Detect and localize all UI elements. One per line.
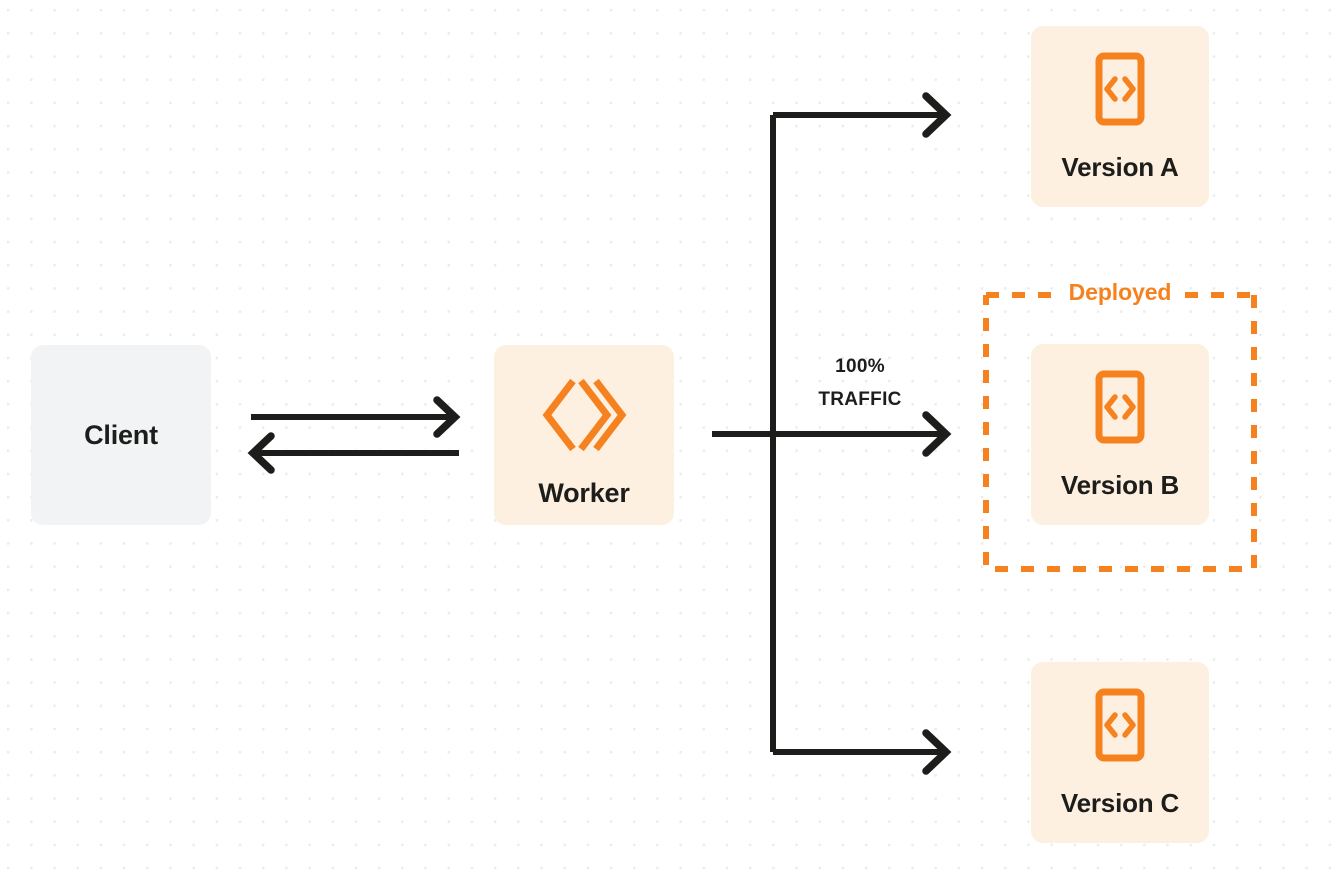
arrowhead-right: [922, 729, 952, 775]
arrowhead-right: [433, 396, 461, 438]
edge-trunk-to-version-c: [773, 729, 952, 775]
arrowhead-right: [922, 92, 952, 138]
node-version-c-label: Version C: [1060, 788, 1180, 818]
code-brackets-icon: [1095, 688, 1145, 762]
cloudflare-workers-logo-icon: [540, 375, 628, 455]
node-version-b-label: Version B: [1060, 470, 1180, 500]
node-client-label: Client: [84, 419, 158, 450]
node-worker-label: Worker: [538, 478, 630, 508]
code-brackets-icon: [1095, 370, 1145, 444]
node-worker[interactable]: Worker: [494, 345, 674, 525]
node-version-b[interactable]: Version B: [1031, 344, 1209, 525]
traffic-unit: TRAFFIC: [818, 389, 902, 410]
edge-worker-to-client: [247, 432, 459, 474]
node-version-a-label: Version A: [1061, 152, 1179, 182]
node-version-a[interactable]: Version A: [1031, 26, 1209, 207]
traffic-percent: 100%: [835, 356, 885, 377]
deployed-dashed-border: [983, 292, 1257, 572]
edge-trunk-to-version-a: [773, 92, 952, 138]
arrowhead-right: [922, 411, 952, 457]
arrowhead-left: [247, 432, 275, 474]
edge-client-to-worker: [251, 396, 461, 438]
node-version-c[interactable]: Version C: [1031, 662, 1209, 843]
edge-worker-to-version-b: [712, 411, 952, 457]
code-brackets-icon: [1095, 52, 1145, 126]
traffic-label: 100% TRAFFIC: [786, 350, 934, 416]
node-client[interactable]: Client: [31, 345, 211, 525]
